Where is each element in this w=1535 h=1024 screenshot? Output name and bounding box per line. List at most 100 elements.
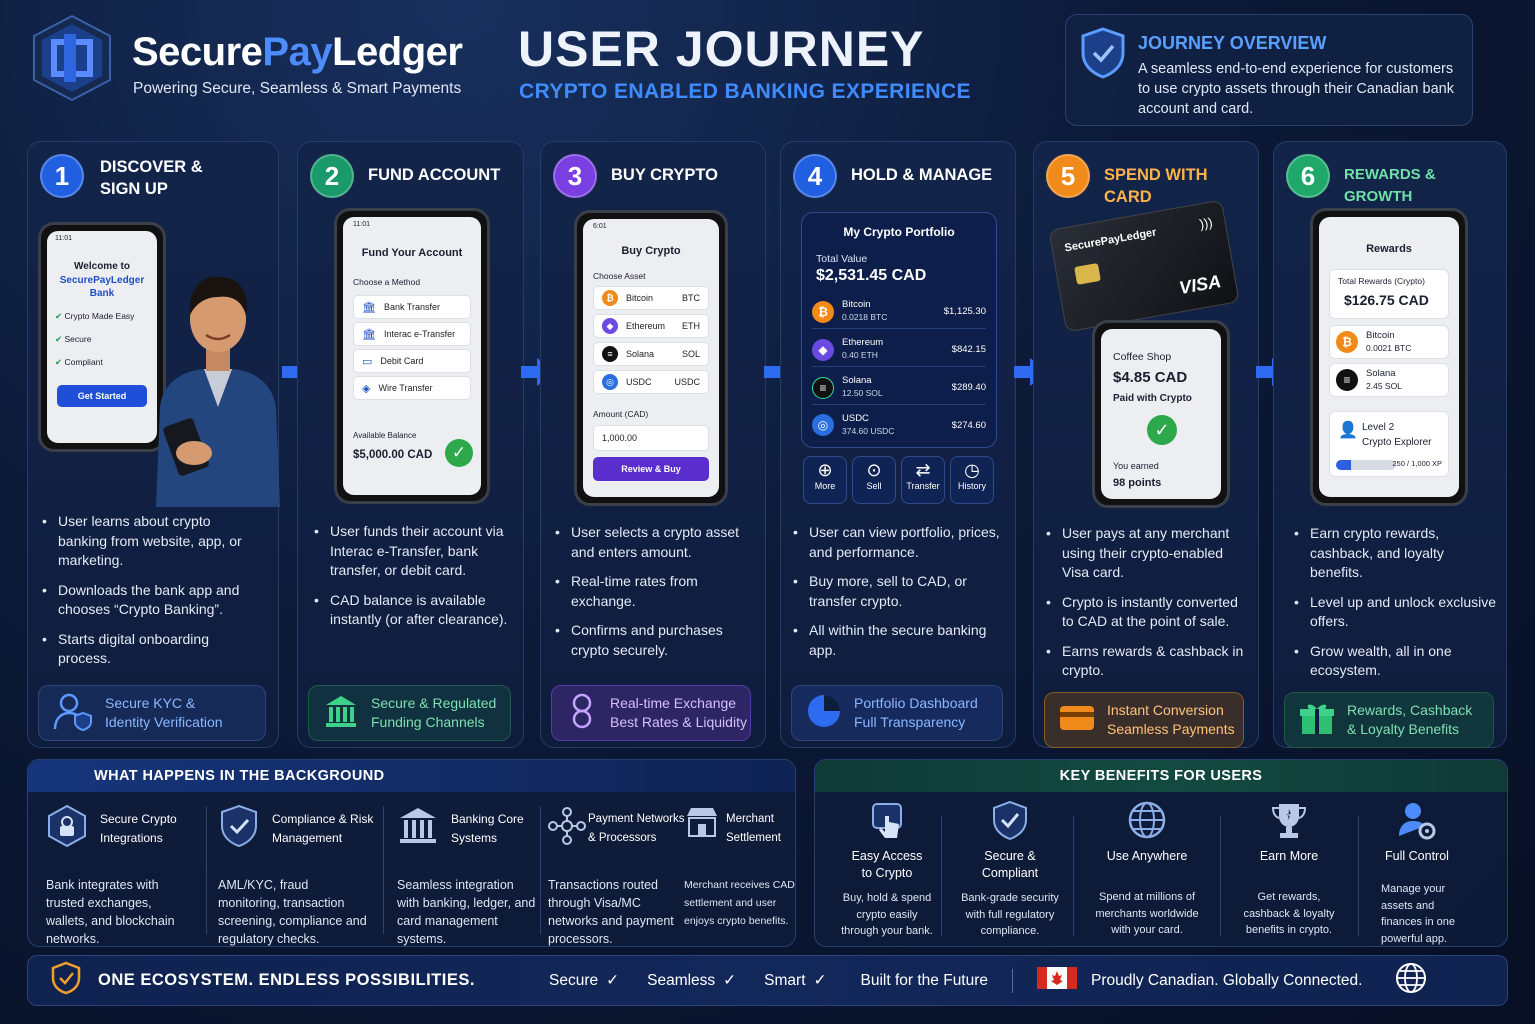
canada-flag-icon: [1037, 967, 1078, 994]
step-card-4: 4 HOLD & MANAGE My Crypto Portfolio Tota…: [780, 141, 1016, 748]
touch-hand-icon: [867, 800, 907, 840]
method-interac[interactable]: 🏛Interac e-Transfer: [353, 322, 471, 346]
step-card-2: 2 FUND ACCOUNT 11:01 Fund Your Account C…: [297, 141, 524, 748]
step-badge: Portfolio Dashboard Full Transparency: [791, 685, 1003, 741]
method-wire-transfer[interactable]: ◈Wire Transfer: [353, 376, 471, 400]
badge-text: Rewards, Cashback & Loyalty Benefits: [1347, 702, 1473, 737]
globe-icon: [1394, 961, 1428, 1000]
get-started-button[interactable]: Get Started: [57, 385, 147, 407]
step-title: BUY CRYPTO: [611, 166, 718, 184]
bullet: Starts digital onboarding process.: [42, 630, 262, 669]
screen-heading: Rewards: [1366, 243, 1412, 255]
benefit-item: Use Anywhere Spend at millions of mercha…: [1091, 800, 1203, 939]
ethereum-icon: ◆: [812, 338, 834, 361]
screen-heading: Fund Your Account: [361, 247, 463, 259]
divider: [1220, 816, 1221, 936]
method-debit-card[interactable]: ▭Debit Card: [353, 349, 471, 373]
benefit-item: Earn More Get rewards, cashback & loyalt…: [1233, 800, 1345, 939]
solana-icon: ≡: [602, 346, 618, 362]
contactless-icon: ))): [1198, 214, 1214, 232]
feature-item: ✔ Crypto Made Easy: [55, 311, 135, 321]
journey-overview: JOURNEY OVERVIEW A seamless end-to-end e…: [1065, 14, 1473, 126]
item-title: Compliance & Risk Management: [272, 812, 374, 845]
bitcoin-icon: ₿: [812, 300, 834, 323]
total-value: $2,531.45 CAD: [816, 267, 927, 284]
review-buy-button[interactable]: Review & Buy: [593, 457, 709, 481]
bullet: Buy more, sell to CAD, or transfer crypt…: [793, 572, 1003, 611]
brand-tagline: Powering Secure, Seamless & Smart Paymen…: [133, 80, 462, 97]
portfolio-heading: My Crypto Portfolio: [843, 225, 955, 239]
step-badge: Secure & Regulated Funding Channels: [308, 685, 511, 741]
welcome-text: Welcome to: [74, 261, 130, 272]
bullet: Confirms and purchases crypto securely.: [555, 621, 759, 660]
bullet: Crypto is instantly converted to CAD at …: [1046, 593, 1252, 632]
bullet: User can view portfolio, prices, and per…: [793, 523, 1003, 562]
sell-button[interactable]: ⊙Sell: [852, 456, 896, 504]
balance-label: Available Balance: [353, 431, 417, 440]
step-badge: Rewards, Cashback & Loyalty Benefits: [1284, 692, 1494, 748]
chip-icon: [1074, 262, 1101, 285]
user-person-illustration: [146, 257, 286, 507]
step-bullets: Earn crypto rewards, cashback, and loyal…: [1294, 524, 1500, 691]
benefits-panel-title: KEY BENEFITS FOR USERS: [815, 760, 1507, 792]
check-circle-icon: ✓: [445, 439, 473, 467]
more-button[interactable]: ⊕More: [803, 456, 847, 504]
tag-seamless: Seamless✓: [647, 972, 737, 989]
badge-text: Real-time Exchange Best Rates & Liquidit…: [610, 695, 747, 730]
screen-subheading: Choose a Method: [353, 277, 421, 287]
item-title: Merchant Settlement: [726, 813, 781, 844]
history-button[interactable]: ◷History: [950, 456, 994, 504]
user-gear-icon: [1397, 800, 1437, 840]
check-icon: ✓: [813, 972, 827, 989]
earned-points: 98 points: [1113, 477, 1162, 489]
badge-text: Secure & Regulated Funding Channels: [371, 695, 497, 730]
item-desc: Transactions routed through Visa/MC netw…: [548, 878, 674, 946]
benefit-desc: Manage your assets and finances in one p…: [1381, 883, 1455, 945]
step-number: 5: [1046, 154, 1090, 198]
benefit-title: Secure & Compliant: [981, 849, 1039, 880]
benefit-item: Full Control Manage your assets and fina…: [1367, 800, 1467, 947]
bullet: User selects a crypto asset and enters a…: [555, 523, 759, 562]
divider: [540, 806, 541, 934]
bullet: Level up and unlock exclusive offers.: [1294, 593, 1500, 632]
bullet: All within the secure banking app.: [793, 621, 1003, 660]
bank-icon: 🏛: [362, 328, 376, 341]
tag-secure: Secure✓: [548, 972, 620, 989]
background-panel: WHAT HAPPENS IN THE BACKGROUND Secure Cr…: [27, 759, 796, 947]
payment-amount: $4.85 CAD: [1113, 369, 1188, 386]
transfer-button[interactable]: ⇄Transfer: [901, 456, 945, 504]
item-title: Banking Core Systems: [451, 812, 524, 845]
amount-input[interactable]: 1,000.00: [593, 425, 709, 451]
page-title: USER JOURNEY: [518, 21, 925, 77]
method-bank-transfer[interactable]: 🏛Bank Transfer: [353, 295, 471, 319]
bank-building-icon: [397, 804, 439, 848]
step-badge: Real-time Exchange Best Rates & Liquidit…: [551, 685, 751, 741]
globe-icon: [1127, 800, 1167, 840]
benefits-panel: KEY BENEFITS FOR USERS Easy Access to Cr…: [814, 759, 1508, 947]
transfer-arrows-icon: ⇄: [915, 460, 931, 480]
step-number: 2: [310, 154, 354, 198]
plus-circle-icon: ⊕: [817, 460, 833, 480]
level-number: Level 2: [1362, 422, 1395, 433]
exchange-icon: [566, 693, 598, 734]
amount-label: Amount (CAD): [593, 409, 649, 419]
feature-item: ✔ Compliant: [55, 357, 103, 367]
solana-icon: ≡: [812, 376, 834, 399]
bullet: Real-time rates from exchange.: [555, 572, 759, 611]
benefit-title: Easy Access to Crypto: [851, 849, 923, 880]
benefit-title: Use Anywhere: [1106, 849, 1188, 863]
pie-chart-icon: [806, 693, 842, 734]
step-number: 1: [40, 154, 84, 198]
